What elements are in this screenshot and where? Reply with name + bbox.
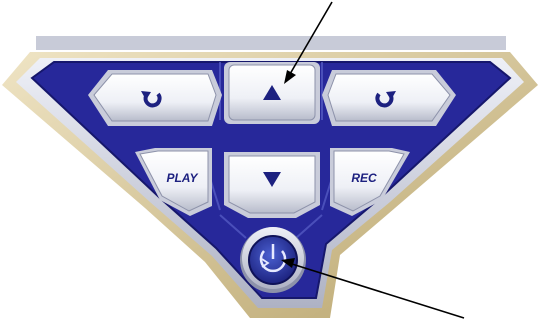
power-button[interactable] (240, 227, 306, 293)
up-button[interactable] (224, 62, 320, 124)
rotate-left-button[interactable] (88, 70, 222, 126)
rotate-right-button[interactable] (322, 70, 456, 126)
down-button[interactable] (224, 152, 320, 218)
play-label: PLAY (166, 171, 198, 185)
rec-label: REC (351, 171, 377, 185)
